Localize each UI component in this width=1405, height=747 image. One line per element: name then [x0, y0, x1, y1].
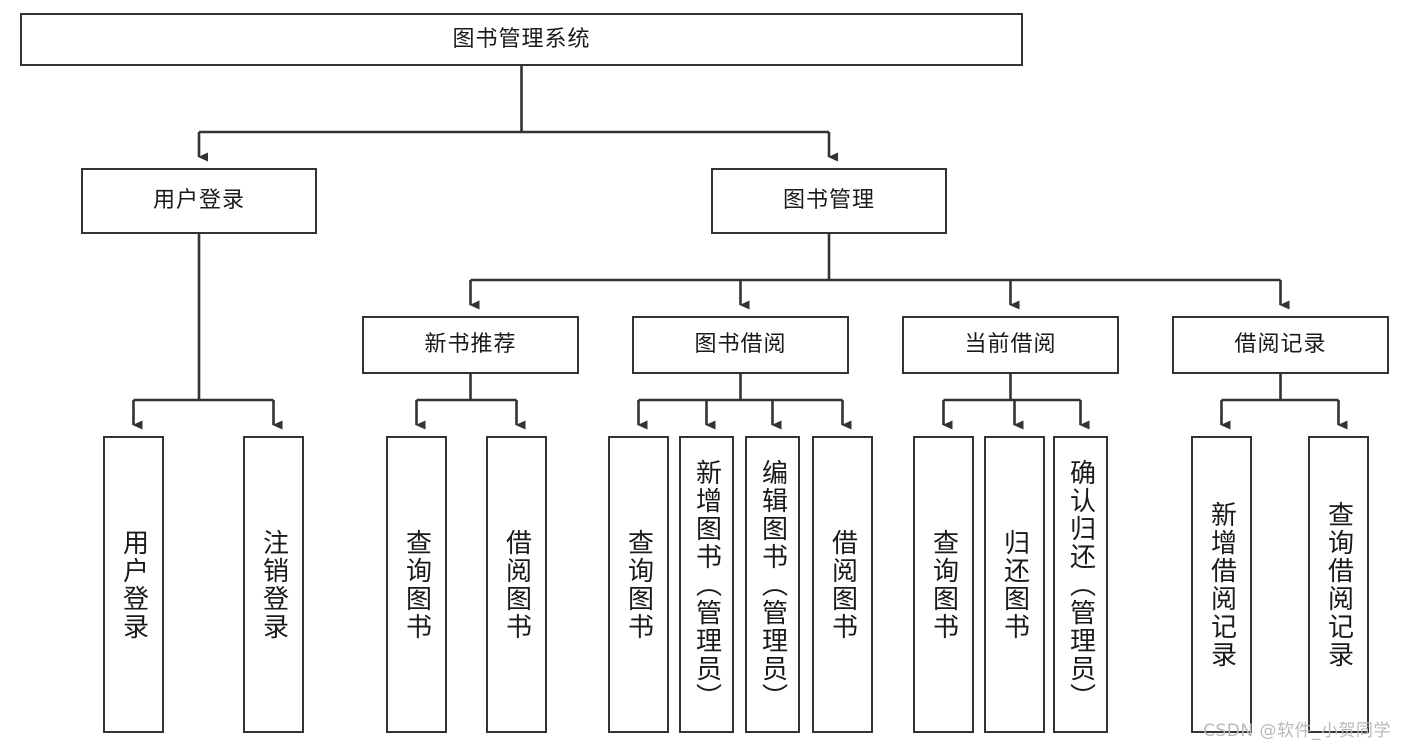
diagram-node-label: 归还图书: [999, 528, 1030, 641]
diagram-node-l5[interactable]: 查询图书: [608, 436, 669, 733]
diagram-node-label: 新书推荐: [424, 332, 517, 358]
diagram-node-l8[interactable]: 借阅图书: [812, 436, 873, 733]
diagram-node-label: 借阅记录: [1234, 332, 1327, 358]
diagram-node-n3d[interactable]: 借阅记录: [1172, 316, 1389, 374]
diagram-node-n3b[interactable]: 图书借阅: [632, 316, 849, 374]
diagram-node-label: 借阅图书: [501, 528, 532, 641]
diagram-node-root[interactable]: 图书管理系统: [20, 13, 1023, 66]
diagram-node-label: 查询图书: [401, 528, 432, 641]
diagram-node-label: 用户登录: [152, 188, 245, 214]
diagram-node-l2[interactable]: 注销登录: [243, 436, 304, 733]
diagram-node-n2a[interactable]: 用户登录: [81, 168, 317, 234]
diagram-node-n3a[interactable]: 新书推荐: [362, 316, 579, 374]
diagram-node-l11[interactable]: 确认归还（管理员）: [1053, 436, 1108, 733]
diagram-node-label: 借阅图书: [827, 528, 858, 641]
diagram-node-label: 当前借阅: [964, 332, 1057, 358]
diagram-node-n3c[interactable]: 当前借阅: [902, 316, 1119, 374]
diagram-node-l3[interactable]: 查询图书: [386, 436, 447, 733]
diagram-node-label: 查询图书: [928, 528, 959, 641]
diagram-node-l12[interactable]: 新增借阅记录: [1191, 436, 1252, 733]
diagram-node-l1[interactable]: 用户登录: [103, 436, 164, 733]
diagram-node-label: 编辑图书（管理员）: [757, 458, 788, 711]
diagram-node-label: 新增图书（管理员）: [691, 458, 722, 711]
diagram-node-label: 用户登录: [118, 528, 149, 641]
diagram-node-label: 查询借阅记录: [1323, 500, 1354, 669]
diagram-node-l13[interactable]: 查询借阅记录: [1308, 436, 1369, 733]
diagram-node-l4[interactable]: 借阅图书: [486, 436, 547, 733]
diagram-node-l10[interactable]: 归还图书: [984, 436, 1045, 733]
diagram-node-n2b[interactable]: 图书管理: [711, 168, 947, 234]
diagram-node-label: 确认归还（管理员）: [1065, 458, 1096, 711]
diagram-node-label: 图书管理系统: [452, 26, 591, 52]
diagram-node-l6[interactable]: 新增图书（管理员）: [679, 436, 734, 733]
diagram-node-l7[interactable]: 编辑图书（管理员）: [745, 436, 800, 733]
diagram-node-label: 查询图书: [623, 528, 654, 641]
diagram-node-l9[interactable]: 查询图书: [913, 436, 974, 733]
diagram-node-label: 新增借阅记录: [1206, 500, 1237, 669]
diagram-node-label: 图书借阅: [694, 332, 787, 358]
diagram-node-label: 图书管理: [782, 188, 875, 214]
watermark-label: CSDN @软件_小贺同学: [1203, 721, 1391, 741]
diagram-node-label: 注销登录: [258, 528, 289, 641]
